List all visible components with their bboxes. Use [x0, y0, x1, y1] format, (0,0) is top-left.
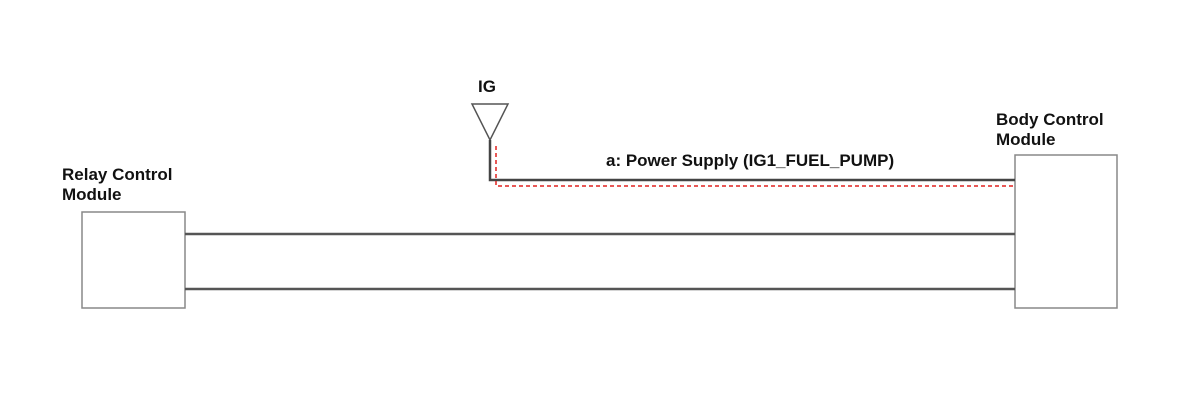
ig-power-symbol [470, 103, 510, 142]
relay-control-module-box [81, 211, 186, 309]
relay-control-module-label: Relay Control Module [62, 165, 173, 205]
power-supply-label: a: Power Supply (IG1_FUEL_PUMP) [606, 151, 895, 170]
power-supply-wire [488, 140, 1015, 182]
body-control-module-label: Body Control Module [996, 110, 1104, 150]
body-label-line1: Body Control [996, 110, 1104, 129]
ig-label: IG [478, 77, 496, 96]
relay-label-line1: Relay Control [62, 165, 173, 184]
body-control-module-box [1014, 154, 1118, 309]
body-label-line2: Module [996, 130, 1056, 149]
relay-label-line2: Module [62, 185, 122, 204]
power-supply-highlight [495, 146, 1015, 187]
